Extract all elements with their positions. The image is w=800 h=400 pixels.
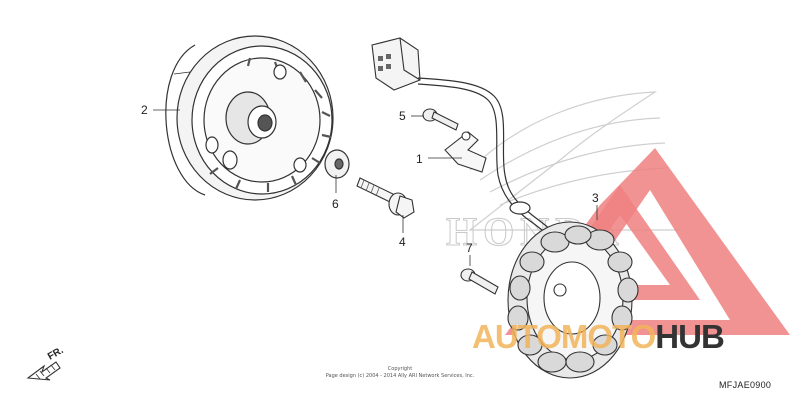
pulse-connector <box>371 37 421 91</box>
callout-3: 3 <box>592 191 599 205</box>
callout-2: 2 <box>141 103 148 117</box>
callout-4: 4 <box>399 235 406 249</box>
watermark-part-moto: MOTO <box>560 318 656 355</box>
flywheel-rotor <box>165 35 334 201</box>
wire-clamp <box>444 131 487 173</box>
honda-wing-watermark <box>468 91 680 231</box>
watermark-logo: AUTOMOTOHUB <box>472 318 725 356</box>
callout-6: 6 <box>332 197 339 211</box>
callout-5: 5 <box>399 109 406 123</box>
callout-7: 7 <box>466 241 473 255</box>
watermark-part-auto: AUTO <box>472 318 562 355</box>
direction-label: FR. <box>46 345 66 363</box>
stator <box>507 221 639 379</box>
diagram-code: MFJAE0900 <box>719 380 772 390</box>
front-direction-arrow: FR. <box>26 345 66 381</box>
callout-1: 1 <box>416 152 423 166</box>
copyright-notice: Copyright Page design (c) 2004 - 2014 Al… <box>300 366 500 380</box>
copyright-line-2: Page design (c) 2004 - 2014 Ally ARI Net… <box>325 373 475 379</box>
flange-bolt <box>356 177 415 219</box>
wire-harness <box>417 77 561 243</box>
leader-lines <box>153 71 598 266</box>
watermark-part-hub: HUB <box>655 318 724 355</box>
copyright-line-1: Copyright <box>387 366 413 372</box>
small-bolt <box>422 108 459 131</box>
stator-bolt <box>460 268 499 295</box>
washer <box>324 149 350 179</box>
